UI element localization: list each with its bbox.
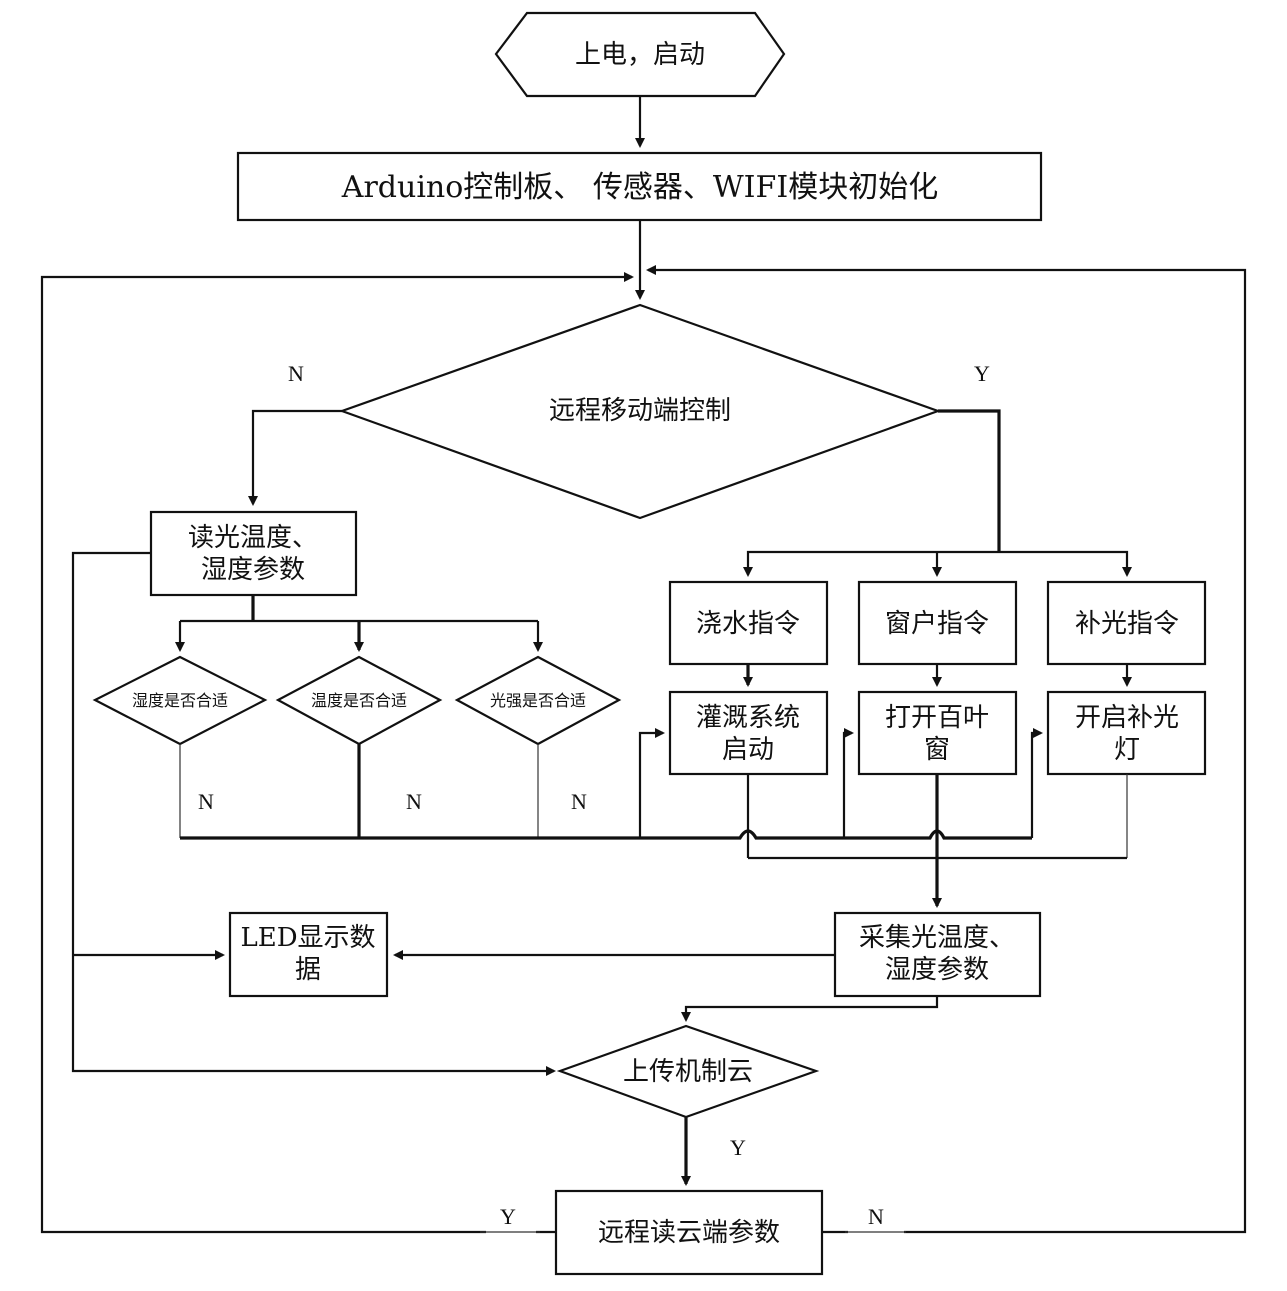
temperature-check-label: 温度是否合适	[311, 691, 407, 710]
upload-cloud-label: 上传机制云	[623, 1057, 753, 1087]
edge-remote-no	[248, 409, 342, 506]
blinds-line2: 窗	[924, 735, 950, 765]
upload-cloud-decision: 上传机制云	[556, 1024, 820, 1119]
read-params-line2: 湿度参数	[201, 555, 305, 585]
edge-bus-blinds	[842, 728, 854, 838]
light-check-decision: 光强是否合适	[454, 655, 622, 746]
light-cmd-node: 补光指令	[1046, 580, 1207, 666]
led-line2: 据	[295, 955, 321, 985]
humidity-check-decision: 湿度是否合适	[92, 655, 268, 746]
water-cmd-label: 浇水指令	[696, 609, 800, 639]
remote-no-label: N	[288, 361, 304, 386]
temperature-no-label: N	[406, 789, 422, 814]
remote-yes-label: Y	[974, 361, 990, 386]
light-cmd-label: 补光指令	[1075, 609, 1179, 639]
read-params-line1: 读光温度、	[188, 523, 318, 553]
blinds-line1: 打开百叶	[885, 703, 989, 733]
water-cmd-node: 浇水指令	[668, 580, 829, 666]
temperature-check-decision: 温度是否合适	[275, 655, 443, 746]
read-cloud-label: 远程读云端参数	[598, 1218, 780, 1248]
filllight-line1: 开启补光	[1075, 703, 1179, 733]
remote-control-label: 远程移动端控制	[549, 396, 731, 426]
edge-bus-filllight	[1030, 728, 1043, 838]
led-display-node: LED显示数 据	[228, 911, 389, 998]
light-no-label: N	[571, 789, 587, 814]
edge-readcloud-yes-loop	[40, 272, 634, 1234]
irrigation-line1: 灌溉系统	[696, 703, 800, 733]
read-cloud-yes-label: Y	[500, 1204, 516, 1229]
collect-line2: 湿度参数	[885, 955, 989, 985]
led-line1: LED显示数	[240, 923, 375, 953]
edge-remote-yes	[938, 409, 1001, 552]
start-node: 上电，启动	[494, 11, 786, 98]
read-params-node: 读光温度、 湿度参数	[149, 510, 358, 597]
collect-params-node: 采集光温度、 湿度参数	[833, 911, 1042, 998]
read-cloud-no-label: N	[868, 1204, 884, 1229]
edge-readcloud-no-loop	[646, 265, 1247, 1234]
irrigation-start-node: 灌溉系统 启动	[668, 690, 829, 776]
init-label: Arduino控制板、 传感器、WIFI模块初始化	[341, 170, 938, 205]
window-cmd-label: 窗户指令	[885, 609, 989, 639]
read-cloud-node: 远程读云端参数	[554, 1189, 824, 1276]
start-label: 上电，启动	[575, 40, 705, 70]
edge-bus-irrigation	[638, 728, 665, 838]
upload-yes-label: Y	[730, 1135, 746, 1160]
collect-line1: 采集光温度、	[859, 923, 1015, 953]
edge-read-upload	[71, 551, 556, 1076]
irrigation-line2: 启动	[722, 735, 774, 765]
edge-checks-bus	[180, 829, 1032, 840]
open-blinds-node: 打开百叶 窗	[857, 690, 1018, 776]
edge-yes-water	[743, 550, 999, 577]
edge-yes-light	[999, 550, 1132, 577]
remote-control-decision: 远程移动端控制	[338, 303, 942, 520]
window-cmd-node: 窗户指令	[857, 580, 1018, 666]
filllight-line2: 灯	[1114, 735, 1140, 765]
light-check-label: 光强是否合适	[490, 691, 586, 710]
fill-light-on-node: 开启补光 灯	[1046, 690, 1207, 776]
init-node: Arduino控制板、 传感器、WIFI模块初始化	[236, 151, 1043, 222]
edge-collect-upload	[681, 996, 939, 1022]
humidity-no-label: N	[198, 789, 214, 814]
humidity-check-label: 湿度是否合适	[132, 691, 228, 710]
